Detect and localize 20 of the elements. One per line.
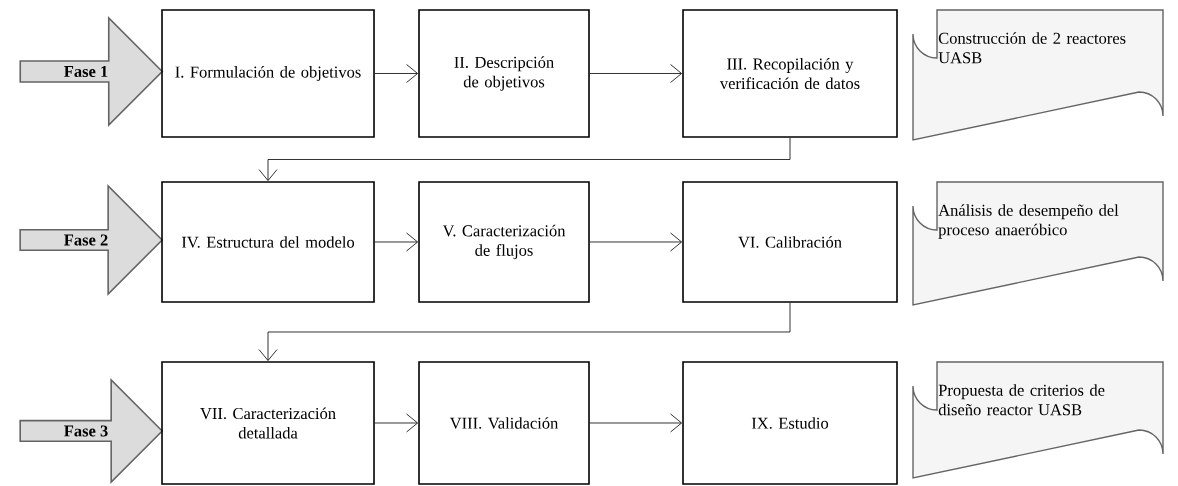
- arrow: [589, 232, 682, 252]
- process-box: VI. Calibración: [682, 181, 898, 303]
- process-box: VIII. Validación: [418, 361, 590, 485]
- arrow: [374, 413, 418, 433]
- process-box: I. Formulación de objetivos: [161, 9, 375, 138]
- arrow: [589, 64, 682, 83]
- process-box: IV. Estructura del modelo: [161, 181, 375, 303]
- process-box: II. Descripción de objetivos: [418, 9, 590, 138]
- arrow: [258, 137, 791, 181]
- arrow: [374, 64, 418, 83]
- process-box: IX. Estudio: [682, 361, 898, 485]
- note-box: Construcción de 2 reactores UASB: [912, 9, 1164, 141]
- arrow: [589, 413, 682, 433]
- process-box: III. Recopilación y verificación de datos: [682, 9, 898, 138]
- process-box: VII. Caracterización detallada: [161, 361, 375, 485]
- arrow: [374, 232, 418, 252]
- note-box: Análisis de desempeño del proceso anaeróbico: [912, 181, 1164, 306]
- arrow: [258, 302, 791, 361]
- note-box: Propuesta de criterios de diseño reactor UASB: [912, 361, 1164, 479]
- process-box: V. Caracterización de flujos: [418, 181, 590, 303]
